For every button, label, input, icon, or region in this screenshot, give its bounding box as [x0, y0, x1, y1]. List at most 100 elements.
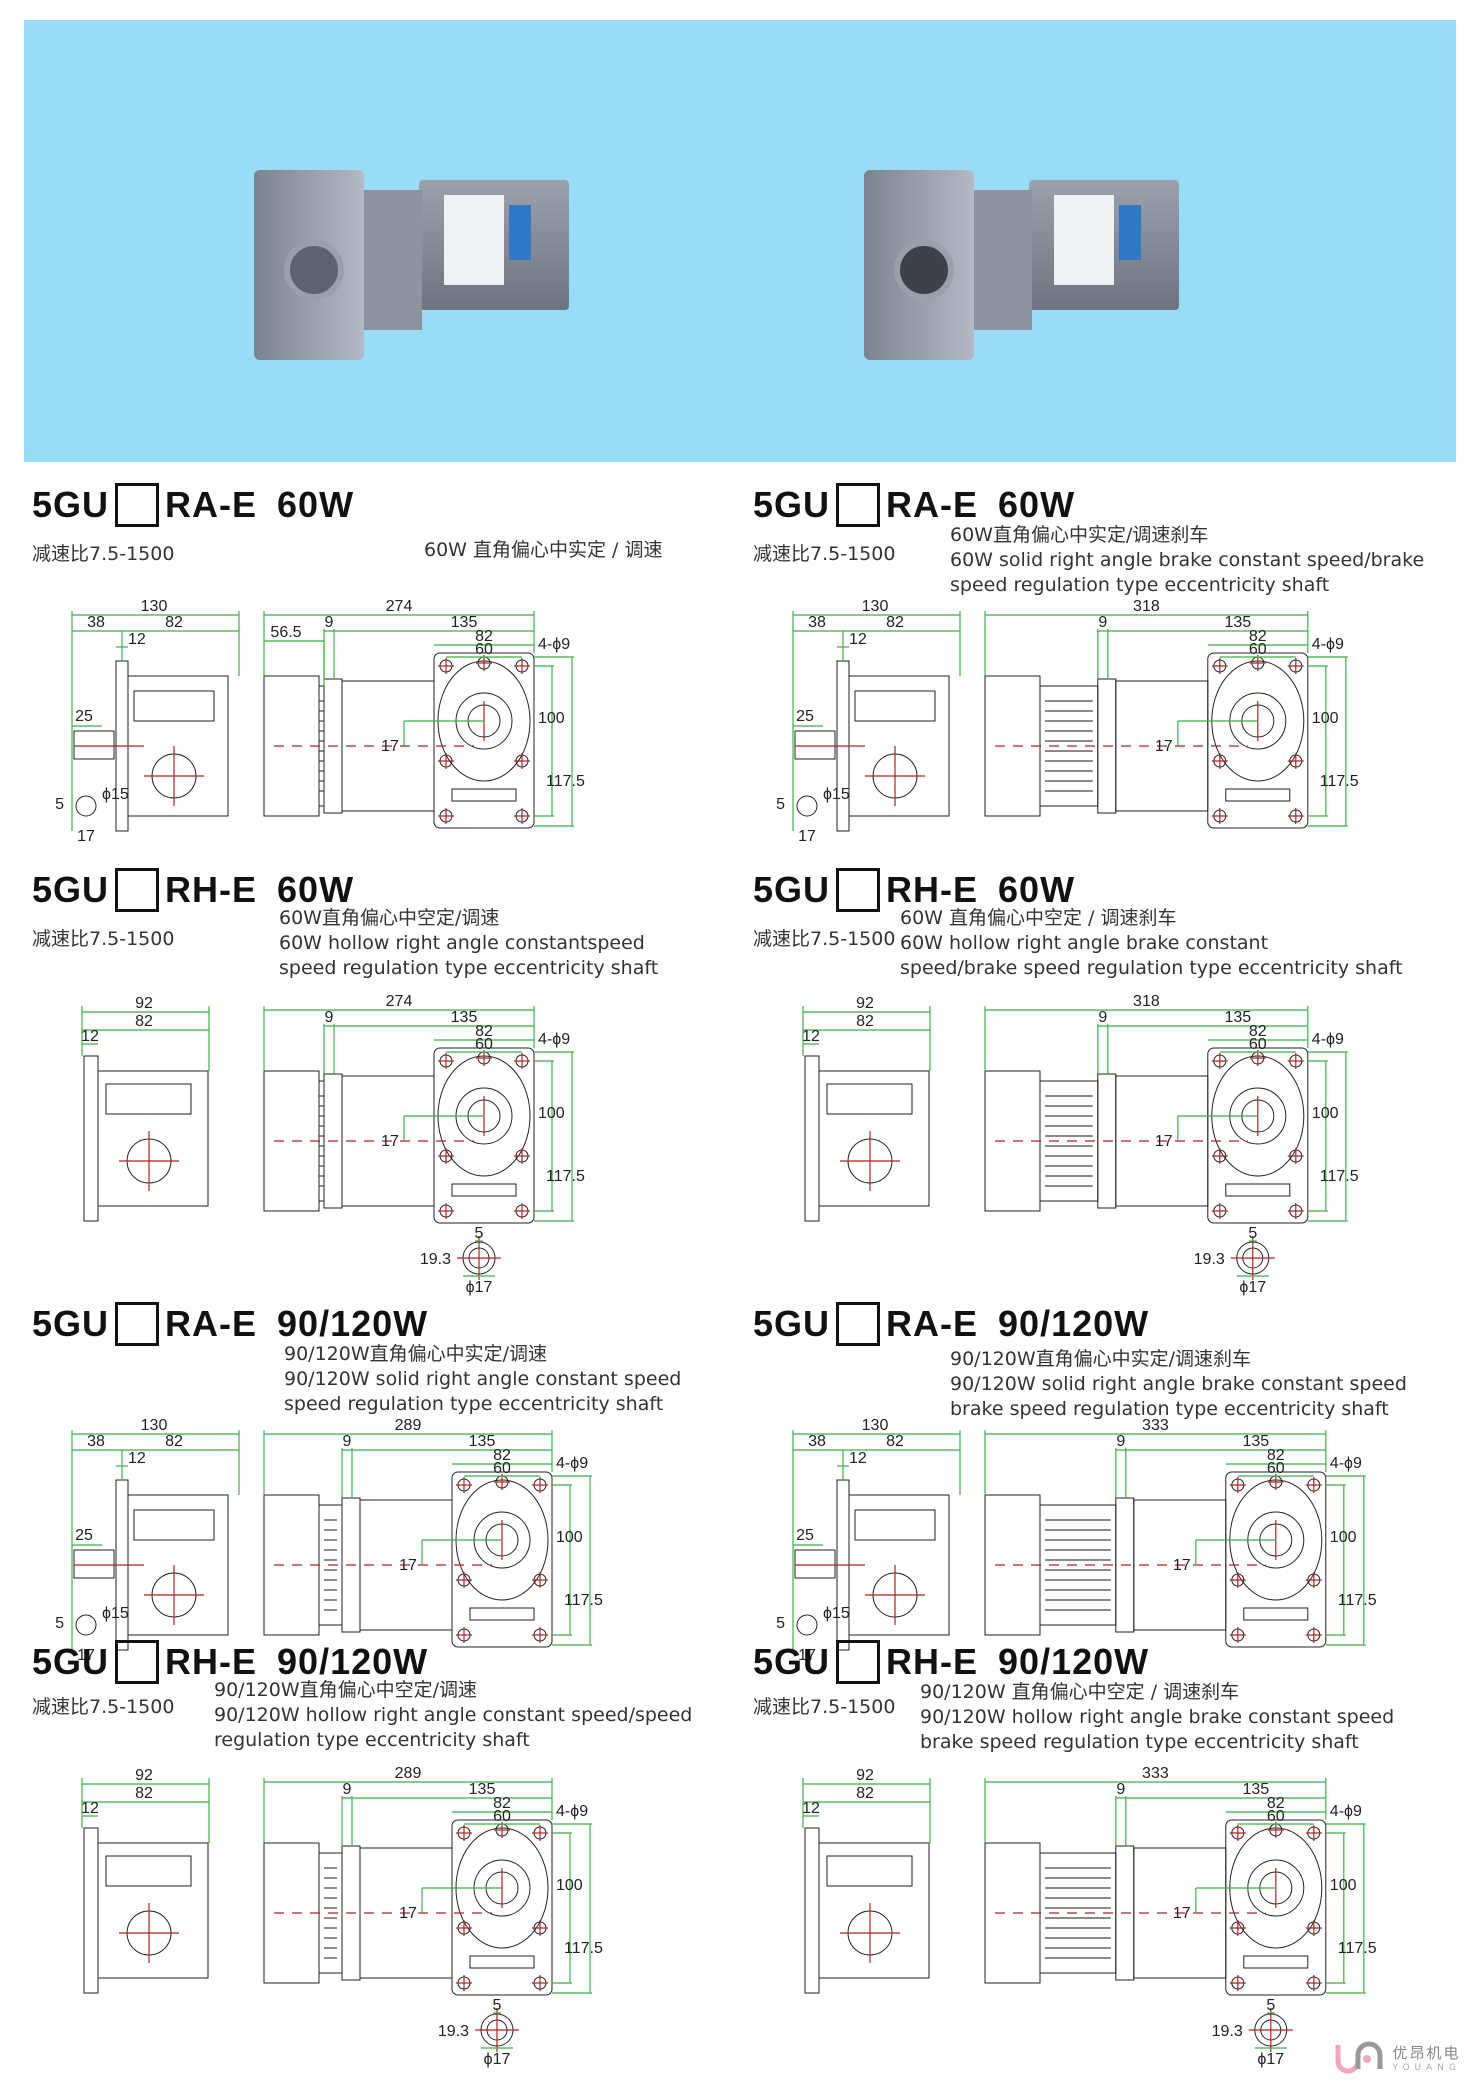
dimension-label: 117.5	[564, 1940, 603, 1957]
dimension-label: 5	[776, 796, 785, 813]
hollow-bore-detail: 5 19.3 ϕ17	[1194, 1225, 1275, 1296]
model-power: 90/120W	[998, 1641, 1150, 1682]
description-line: speed regulation type eccentricity shaft	[950, 574, 1330, 596]
dimension-label: 56.5	[270, 624, 301, 641]
dimension-label: 17	[381, 1133, 399, 1150]
description-line: 90/120W直角偏心中实定/调速刹车	[950, 1348, 1252, 1370]
dimension-label: 60	[475, 1036, 493, 1053]
description-line: 90/120W hollow right angle constant spee…	[214, 1704, 693, 1726]
dimension-label: 4-ϕ9	[538, 636, 570, 653]
description-line: speed regulation type eccentricity shaft	[279, 957, 659, 979]
dimension-label: 19.3	[1212, 2023, 1243, 2040]
dimension-label: 135	[451, 1009, 478, 1026]
model-description: 60W 直角偏心中实定 / 调速	[424, 538, 662, 563]
dimension-label: 333	[1142, 1765, 1169, 1782]
model-series: RH-E	[165, 869, 258, 910]
description-line: brake speed regulation type eccentricity…	[950, 1398, 1389, 1420]
dimension-label: 82	[135, 1785, 153, 1802]
dimension-label: 38	[87, 614, 105, 631]
model-prefix: 5GU	[753, 1641, 831, 1682]
model-power: 90/120W	[277, 1641, 429, 1682]
motor-photo-solid-shaft	[254, 150, 594, 370]
dimension-label: 100	[1330, 1877, 1357, 1894]
dimension-label: ϕ17	[1239, 1279, 1266, 1296]
dimension-label: 100	[556, 1877, 583, 1894]
dimension-label: 12	[849, 1450, 867, 1467]
description-line: 90/120W solid right angle brake constant…	[950, 1373, 1407, 1395]
model-power: 90/120W	[998, 1303, 1150, 1344]
dimension-label: 289	[395, 1417, 422, 1434]
model-prefix: 5GU	[753, 869, 831, 910]
dimension-label: 117.5	[1320, 773, 1359, 790]
dimension-label: 82	[475, 628, 493, 645]
dimension-label: 9	[343, 1781, 352, 1798]
dimension-label: 135	[1242, 1781, 1269, 1798]
model-title: 5GU RH-E 60W	[753, 868, 1075, 912]
dimension-label: 82	[475, 1023, 493, 1040]
dimension-label: 9	[1116, 1781, 1125, 1798]
description-line: 60W 直角偏心中空定 / 调速刹车	[900, 907, 1177, 929]
dimension-label: 333	[1142, 1417, 1169, 1434]
dimension-label: 4-ϕ9	[1312, 1031, 1344, 1048]
dimension-label: 60	[493, 1460, 511, 1477]
dimension-label: 117.5	[546, 1168, 585, 1185]
dimension-label: 100	[1312, 1105, 1339, 1122]
dimension-label: 100	[1330, 1529, 1357, 1546]
description-line: regulation type eccentricity shaft	[214, 1729, 530, 1751]
dimension-label: 82	[493, 1447, 511, 1464]
model-title: 5GU RH-E 90/120W	[753, 1640, 1149, 1684]
dimension-label: 100	[1312, 710, 1339, 727]
dimension-label: 82	[1249, 1023, 1267, 1040]
dimension-label: ϕ17	[484, 2051, 511, 2068]
brand-name-en: YOUANG	[1392, 2062, 1461, 2073]
model-series: RH-E	[886, 1641, 979, 1682]
model-title: 5GU RH-E 60W	[32, 868, 354, 912]
model-power: 60W	[998, 484, 1076, 525]
dimension-label: 82	[886, 614, 904, 631]
dimension-label: 135	[1224, 1009, 1251, 1026]
description-line: 60W hollow right angle constantspeed	[279, 932, 645, 954]
model-prefix: 5GU	[32, 869, 110, 910]
dimension-label: 5	[1248, 1225, 1257, 1242]
dimension-label: 92	[135, 995, 153, 1012]
model-title: 5GU RH-E 90/120W	[32, 1640, 428, 1684]
hollow-bore-detail: 519.3 ϕ17	[420, 1225, 501, 1296]
dimension-label: ϕ17	[466, 1279, 493, 1296]
dimension-label: 318	[1133, 598, 1160, 615]
model-title: 5GU RA-E 90/120W	[32, 1302, 428, 1346]
dimension-label: 19.3	[1194, 1251, 1225, 1268]
dimension-label: 117.5	[1338, 1940, 1377, 1957]
dimension-label: 100	[538, 1105, 565, 1122]
dimension-label: 60	[1267, 1808, 1285, 1825]
model-series: RA-E	[165, 1303, 258, 1344]
dimension-label: 82	[1267, 1447, 1285, 1464]
dimension-label: 82	[886, 1433, 904, 1450]
dimension-label: 17	[77, 828, 95, 845]
dimension-label: 17	[399, 1905, 417, 1922]
reduction-ratio: 减速比7.5-1500	[32, 1696, 175, 1718]
dimension-label: 92	[856, 995, 874, 1012]
model-series: RH-E	[165, 1641, 258, 1682]
dimension-label: 5	[776, 1615, 785, 1632]
dimension-label: 117.5	[1320, 1168, 1359, 1185]
dimension-label: ϕ15	[102, 786, 129, 803]
dimension-label: 4-ϕ9	[1330, 1455, 1362, 1472]
ratio-placeholder-box	[115, 1302, 160, 1346]
logo-mark-icon	[1334, 2039, 1384, 2075]
dimension-label: 12	[128, 631, 146, 648]
